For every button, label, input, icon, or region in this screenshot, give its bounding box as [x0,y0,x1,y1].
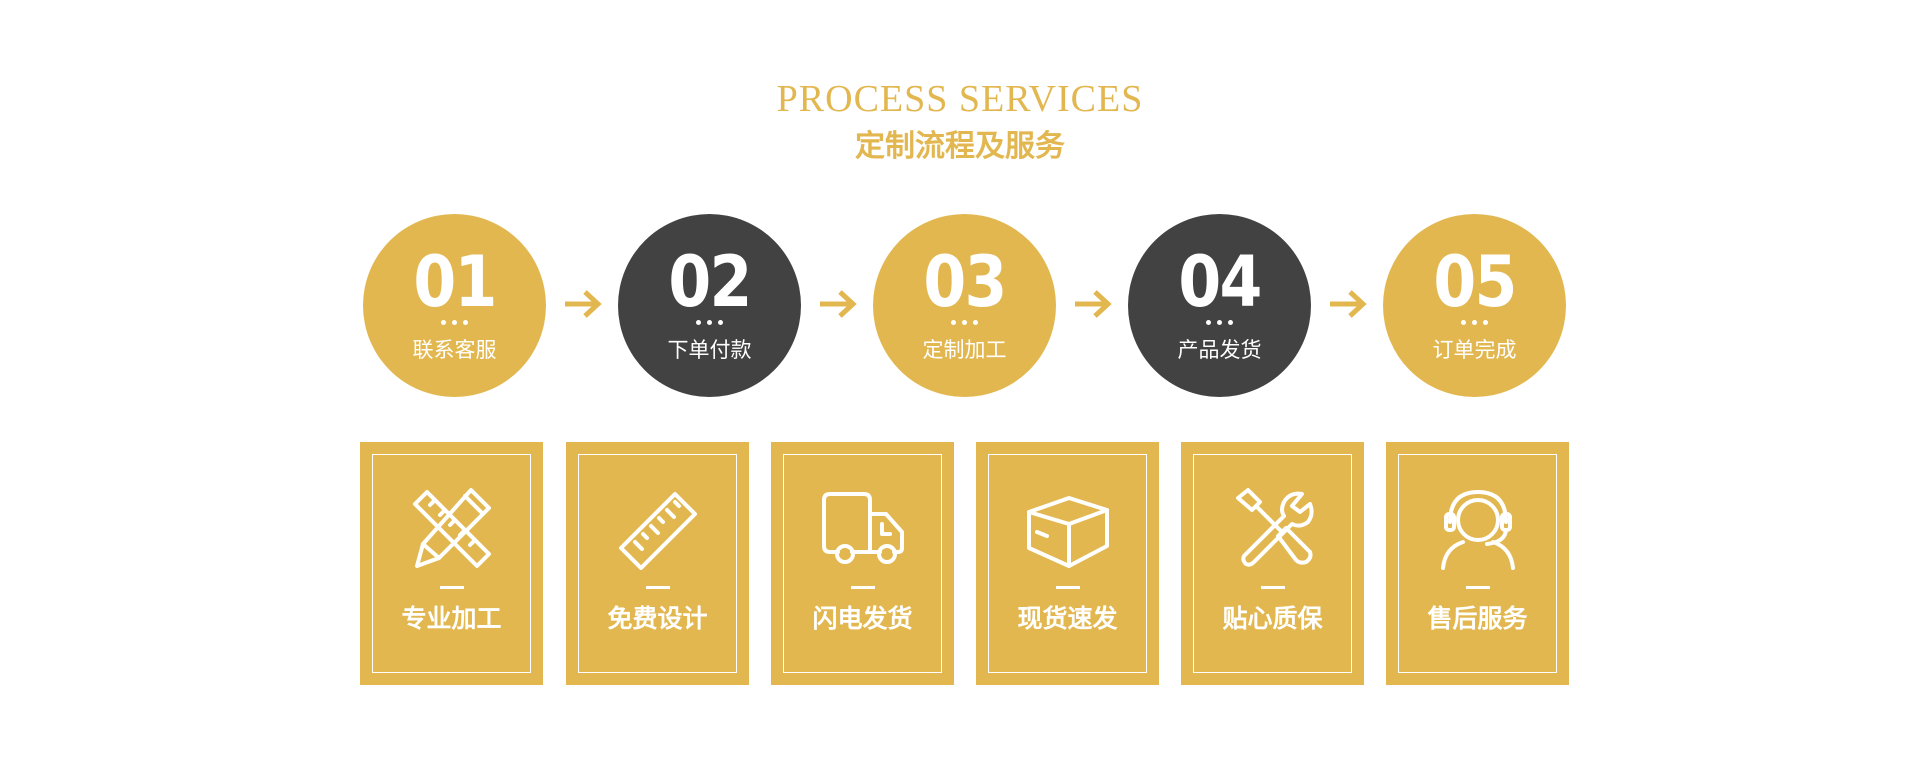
headset-icon [1440,490,1515,570]
step-dots [1128,320,1311,326]
step-4: 04 产品发货 [1128,214,1311,397]
step-label: 产品发货 [1177,338,1262,362]
step-2: 02 下单付款 [618,214,801,397]
box-icon [1026,496,1109,568]
card-frame [1193,454,1352,673]
page-title-en: PROCESS SERVICES [776,78,1144,120]
step-3: 03 定制加工 [873,214,1056,397]
feature-label: 专业加工 [401,604,502,633]
tools-icon [1235,488,1314,567]
card-frame [988,454,1147,673]
card-divider [1260,586,1285,589]
card-divider [645,586,670,589]
card-frame [578,454,737,673]
header: PROCESS SERVICES 定制流程及服务 [0,75,1920,167]
step-label: 下单付款 [667,338,752,362]
step-label: 联系客服 [412,338,497,362]
step-number: 04 [1178,241,1262,323]
pencil-ruler-icon [412,488,491,568]
feature-label: 售后服务 [1427,604,1528,633]
feature-card-free-design: 免费设计 [566,442,749,685]
card-frame [1398,454,1557,673]
step-label: 定制加工 [922,338,1007,362]
ruler-icon [618,492,697,570]
step-number: 02 [668,241,752,323]
card-divider [850,586,875,589]
step-number: 01 [413,241,497,323]
card-frame [372,454,531,673]
card-divider [1465,586,1490,589]
feature-label: 现货速发 [1017,604,1118,633]
arrow-right-icon [1075,290,1112,318]
arrow-right-icon [565,290,602,318]
feature-card-professional-processing: 专业加工 [360,442,543,685]
arrow-right-icon [1330,290,1367,318]
card-frame [783,454,942,673]
card-divider [1055,586,1080,589]
feature-card-in-stock-shipping: 现货速发 [976,442,1159,685]
step-dots [363,320,546,326]
feature-card-warranty: 贴心质保 [1181,442,1364,685]
step-dots [618,320,801,326]
step-dots [873,320,1056,326]
step-number: 03 [923,241,1007,323]
feature-label: 闪电发货 [812,604,913,633]
step-dots [1383,320,1566,326]
card-divider [439,586,464,589]
page-title-cn: 定制流程及服务 [855,129,1065,164]
feature-card-after-sales: 售后服务 [1386,442,1569,685]
feature-card-lightning-delivery: 闪电发货 [771,442,954,685]
feature-label: 贴心质保 [1222,604,1323,633]
step-number: 05 [1433,241,1517,323]
step-5: 05 订单完成 [1383,214,1566,397]
truck-icon [821,492,904,564]
step-1: 01 联系客服 [363,214,546,397]
feature-label: 免费设计 [607,604,708,633]
step-label: 订单完成 [1432,338,1517,362]
arrow-right-icon [820,290,857,318]
